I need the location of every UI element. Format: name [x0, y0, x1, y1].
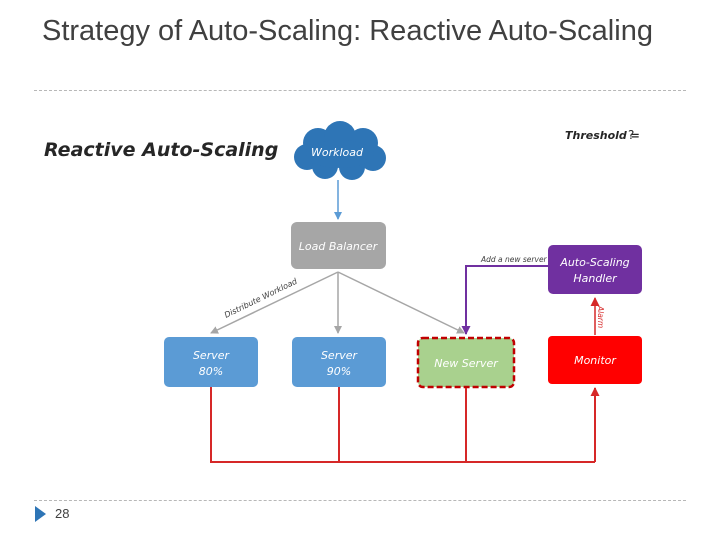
threshold-value: ? [628, 128, 634, 142]
server-1-node: Server 80% [164, 337, 258, 387]
balancer-to-new-server-arrow [337, 271, 465, 334]
add-new-server-label: Add a new server [480, 255, 548, 264]
handler-label-line-1: Auto-Scaling [559, 256, 629, 269]
load-balancer-label: Load Balancer [299, 240, 379, 253]
server-1-load: 80% [199, 365, 223, 378]
server-2-node: Server 90% [292, 337, 386, 387]
workload-label: Workload [311, 146, 364, 159]
monitor-node: Monitor [548, 336, 642, 384]
alarm-label: Alarm [596, 305, 605, 328]
server-2-load: 90% [327, 365, 351, 378]
new-server-node: New Server [416, 336, 516, 389]
play-arrow-icon [35, 506, 46, 522]
threshold-label: Threshold = [565, 129, 640, 142]
page-number: 28 [55, 506, 70, 521]
load-balancer-node: Load Balancer [291, 222, 386, 269]
monitor-label: Monitor [574, 354, 617, 367]
distribute-workload-label: Distribute Workload [223, 276, 299, 319]
balancer-to-server-1-arrow [210, 271, 339, 334]
server-1-name: Server [193, 349, 231, 362]
server-2-name: Server [321, 349, 359, 362]
handler-label-line-2: Handler [573, 272, 618, 285]
add-server-arrow [461, 265, 548, 335]
diagram-heading: Reactive Auto-Scaling [44, 139, 278, 161]
new-server-label: New Server [434, 357, 499, 370]
workload-cloud: Workload [294, 121, 386, 180]
slide-title: Strategy of Auto-Scaling: Reactive Auto-… [42, 15, 653, 47]
title-divider [34, 90, 686, 91]
auto-scaling-handler-node: Auto-Scaling Handler [548, 245, 642, 294]
feedback-loop-line [210, 387, 595, 463]
footer-divider [34, 500, 686, 501]
